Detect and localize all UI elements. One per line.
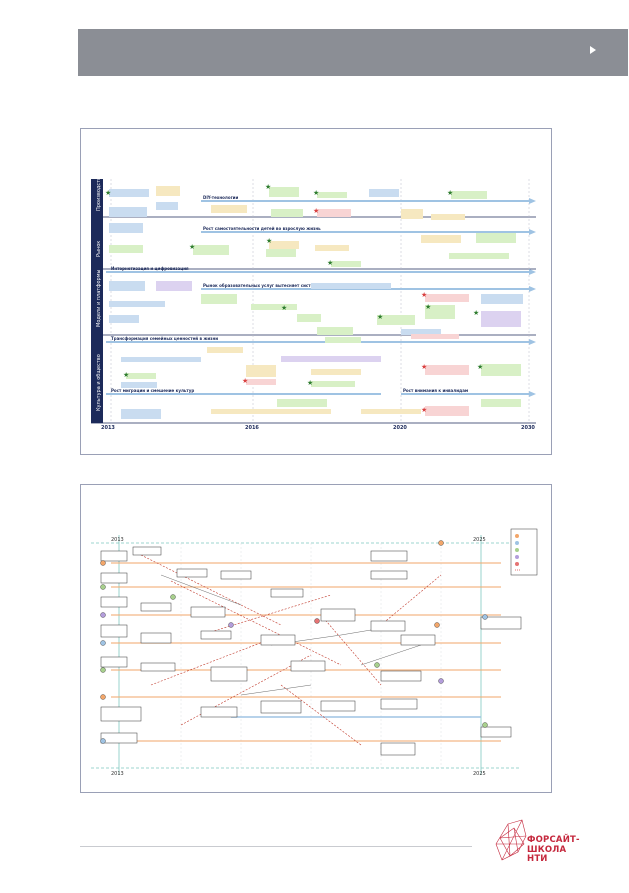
band-label: Рост миграции и смешение культур (111, 388, 194, 393)
year-label: 2025 (473, 537, 486, 543)
legend-markers (515, 534, 521, 571)
star-icon: ★ (421, 363, 427, 371)
star-icon: ★ (421, 291, 427, 299)
band-label: Трансформация семейных ценностей в жизни (111, 336, 218, 341)
year-label: 2013 (111, 537, 124, 543)
star-icon: ★ (377, 313, 383, 321)
year-axis: 2013 2025 2013 2025 (111, 537, 486, 777)
star-icon: ★ (425, 303, 431, 311)
row-labels-column (91, 179, 103, 423)
trends-timeline-figure: Производство Рынок Модели и платформы Ку… (80, 128, 552, 455)
star-icon: ★ (313, 189, 319, 197)
roadmap-network-svg: 2013 2025 2013 2025 (91, 528, 538, 777)
roadmap-network-figure: 2013 2025 2013 2025 (80, 484, 552, 793)
header-banner (78, 29, 628, 76)
year-label: 2025 (473, 771, 486, 777)
star-icon: ★ (447, 189, 453, 197)
star-icon: ★ (313, 207, 319, 215)
band-arrows (106, 198, 536, 397)
star-icon: ★ (477, 363, 483, 371)
foresight-school-logo-icon (495, 819, 527, 861)
orange-arrows (111, 562, 501, 742)
legend-box (510, 528, 538, 576)
year-axis: 2013 2016 2020 2030 (101, 425, 535, 431)
band-label: DIY-технологии (203, 195, 238, 200)
logo-wordmark: ФОРСАЙТ- ШКОЛА НТИ (527, 835, 580, 865)
logo-line: ШКОЛА (527, 844, 567, 855)
star-icon: ★ (265, 183, 271, 191)
node-boxes (100, 546, 522, 756)
year-label: 2013 (111, 771, 124, 777)
red-star-markers: ★ ★ ★ ★ ★ (242, 207, 427, 414)
row-labels: Производство Рынок Модели и платформы Ку… (96, 174, 102, 411)
band-label: Рост внимания к инвалидам (403, 388, 468, 393)
star-icon: ★ (421, 406, 427, 414)
row-label-production: Производство (96, 174, 102, 211)
row-label-models: Модели и платформы (96, 269, 102, 327)
band-label: Интернетизация и цифровизация (111, 266, 189, 271)
year-label: 2016 (245, 425, 259, 431)
star-icon: ★ (281, 304, 287, 312)
event-chips (109, 186, 523, 419)
star-icon: ★ (189, 243, 195, 251)
trends-timeline-svg: Производство Рынок Модели и платформы Ку… (91, 174, 536, 431)
logo-line: ФОРСАЙТ- (527, 835, 580, 845)
band-label: Рост самостоятельности детей во взрослую… (203, 226, 321, 231)
play-arrow-icon[interactable] (590, 46, 596, 54)
logo-line: НТИ (527, 854, 548, 864)
row-label-market: Рынок (96, 241, 102, 257)
footer-rule (80, 846, 472, 847)
year-label: 2020 (393, 425, 407, 431)
star-icon: ★ (105, 189, 111, 197)
star-icon: ★ (266, 237, 272, 245)
year-label: 2030 (521, 425, 535, 431)
year-label: 2013 (101, 425, 115, 431)
band-labels: DIY-технологии Рост самостоятельности де… (111, 195, 468, 393)
node-markers (100, 540, 488, 744)
row-label-culture: Культура и общество (96, 354, 102, 411)
star-markers: ★ ★ ★ ★ ★ ★ ★ ★ ★ ★ ★ ★ ★ ★ (105, 183, 483, 387)
star-icon: ★ (473, 309, 479, 317)
star-icon: ★ (307, 379, 313, 387)
star-icon: ★ (327, 259, 333, 267)
band-label: Рынок образовательных услуг вытесняет си… (203, 283, 351, 288)
star-icon: ★ (123, 371, 129, 379)
star-icon: ★ (242, 377, 248, 385)
